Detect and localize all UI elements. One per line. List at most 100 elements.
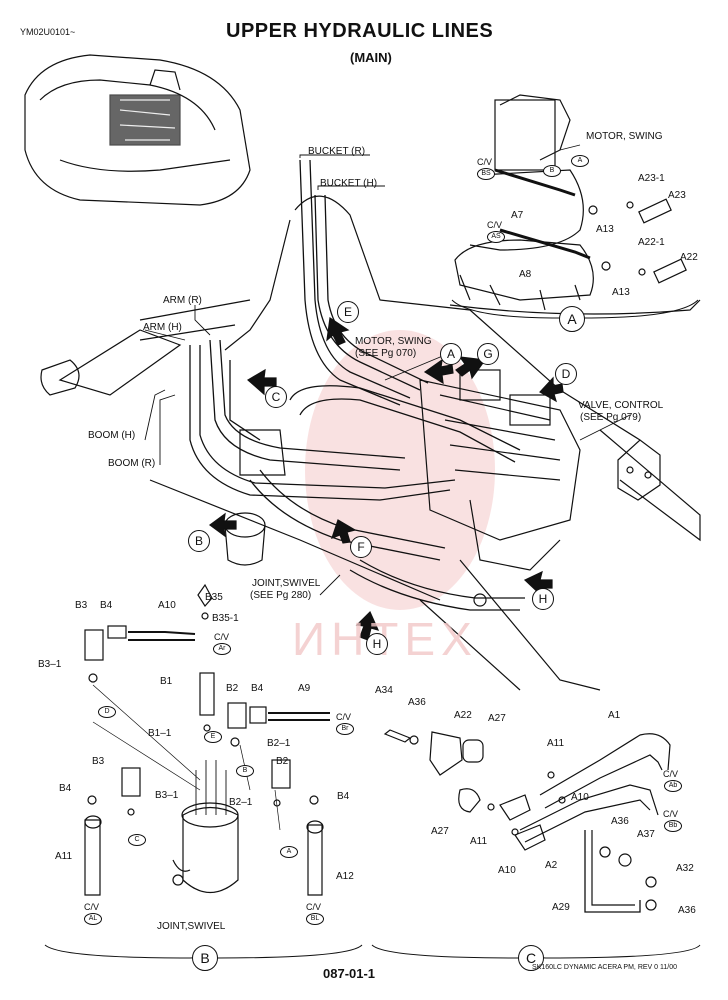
part-b1-1: B1–1 <box>148 728 172 739</box>
part-b3-1: B3–1 <box>38 659 62 670</box>
revision-note: SK160LC DYNAMIC ACERA PM, REV 0 11/00 <box>532 964 677 971</box>
ref-e: E <box>204 731 222 743</box>
part-a9: A9 <box>298 683 311 694</box>
part-a22b: A22 <box>454 710 472 721</box>
label-arm-h: ARM (H) <box>143 322 182 333</box>
ref-b: B <box>543 165 561 177</box>
cv-label-al: C/V <box>84 902 100 912</box>
part-b4b: B4 <box>251 683 264 694</box>
inset-b-parts <box>84 583 330 896</box>
cv-label-ab: C/V <box>663 769 679 779</box>
doc-code: YM02U0101~ <box>20 27 76 37</box>
ref-as: AS <box>487 231 505 243</box>
label-bucket-r: BUCKET (R) <box>308 146 366 157</box>
cv-label-ar: C/V <box>214 632 230 642</box>
part-b2-1: B2–1 <box>267 738 291 749</box>
callout-b: B <box>188 530 210 552</box>
right-bracket <box>617 439 661 501</box>
ref-bb: Bb <box>664 820 682 832</box>
main-hoses <box>189 159 525 611</box>
cv-label-bs: C/V <box>477 157 493 167</box>
part-a32: A32 <box>676 863 694 874</box>
label-boom-r: BOOM (R) <box>108 458 156 469</box>
part-b4c: B4 <box>59 783 72 794</box>
part-a27: A27 <box>488 713 506 724</box>
callout-g: G <box>477 343 499 365</box>
part-a7: A7 <box>511 210 524 221</box>
part-a11b: A11 <box>547 738 565 749</box>
label-joint-swivel-bottom: JOINT,SWIVEL <box>157 921 226 932</box>
part-a36: A36 <box>408 697 426 708</box>
callout-a: A <box>440 343 462 365</box>
part-a11c: A11 <box>470 836 488 847</box>
callout-c: C <box>265 386 287 408</box>
part-b3: B3 <box>75 600 88 611</box>
part-a10c: A10 <box>498 865 516 876</box>
inset-a-label: A <box>559 306 585 332</box>
part-a36c: A36 <box>678 905 696 916</box>
inset-c-label: C <box>518 945 544 971</box>
part-b4: B4 <box>100 600 113 611</box>
part-b2b: B2 <box>276 756 289 767</box>
cv-label-br: C/V <box>336 712 352 722</box>
part-a27b: A27 <box>431 826 449 837</box>
ref-br: Br <box>336 723 354 735</box>
inset-c-parts <box>383 729 671 913</box>
callout-arrows <box>208 316 564 641</box>
part-a37: A37 <box>637 829 655 840</box>
ref-al: AL <box>84 913 102 925</box>
part-b3-1b: B3–1 <box>155 790 179 801</box>
part-a10b: A10 <box>571 792 589 803</box>
ref-b-swivel: B <box>236 765 254 777</box>
part-b2: B2 <box>226 683 239 694</box>
part-a8: A8 <box>519 269 532 280</box>
part-a22: A22 <box>680 252 698 263</box>
part-a22-1: A22-1 <box>638 237 665 248</box>
ref-bs: BS <box>477 168 495 180</box>
part-a29: A29 <box>552 902 570 913</box>
ref-bl: BL <box>306 913 324 925</box>
part-a13b: A13 <box>612 287 630 298</box>
label-valve-control-ref: (SEE Pg 079) <box>580 412 642 423</box>
inset-b-label: B <box>192 945 218 971</box>
ref-ar: Ar <box>213 643 231 655</box>
center-swivel <box>224 429 286 566</box>
part-b35: B35 <box>205 592 223 603</box>
cv-label-bl: C/V <box>306 902 322 912</box>
ref-a-swivel: A <box>280 846 298 858</box>
part-a34: A34 <box>375 685 393 696</box>
label-motor-swing-mid: MOTOR, SWING <box>355 336 432 347</box>
ref-d: D <box>98 706 116 718</box>
part-a10: A10 <box>158 600 176 611</box>
callout-h-right: H <box>532 588 554 610</box>
part-b3b: B3 <box>92 756 105 767</box>
page-title: UPPER HYDRAULIC LINES <box>226 20 494 42</box>
part-b4d: B4 <box>337 791 350 802</box>
page-number: 087-01-1 <box>323 966 376 981</box>
label-motor-swing-top: MOTOR, SWING <box>586 131 663 142</box>
callout-e: E <box>337 301 359 323</box>
label-motor-swing-ref: (SEE Pg 070) <box>355 348 417 359</box>
label-arm-r: ARM (R) <box>163 295 202 306</box>
label-bucket-h: BUCKET (H) <box>320 178 378 189</box>
ref-a: A <box>571 155 589 167</box>
label-valve-control: VALVE, CONTROL <box>578 400 664 411</box>
part-b1: B1 <box>160 676 173 687</box>
part-a11: A11 <box>55 851 73 862</box>
part-a23: A23 <box>668 190 686 201</box>
control-valve-block <box>419 369 581 607</box>
part-a1: A1 <box>608 710 621 721</box>
ref-c: C <box>128 834 146 846</box>
cv-label-as: C/V <box>487 220 503 230</box>
label-joint-swivel-ref: (SEE Pg 280) <box>250 590 312 601</box>
label-boom-h: BOOM (H) <box>88 430 136 441</box>
part-a36b: A36 <box>611 816 629 827</box>
part-b35-1: B35-1 <box>212 613 239 624</box>
cv-label-bb: C/V <box>663 809 679 819</box>
callout-h-bottom: H <box>366 633 388 655</box>
callout-d: D <box>555 363 577 385</box>
leader-lines <box>144 144 631 596</box>
callout-f: F <box>350 536 372 558</box>
part-a2: A2 <box>545 860 558 871</box>
part-a13: A13 <box>596 224 614 235</box>
